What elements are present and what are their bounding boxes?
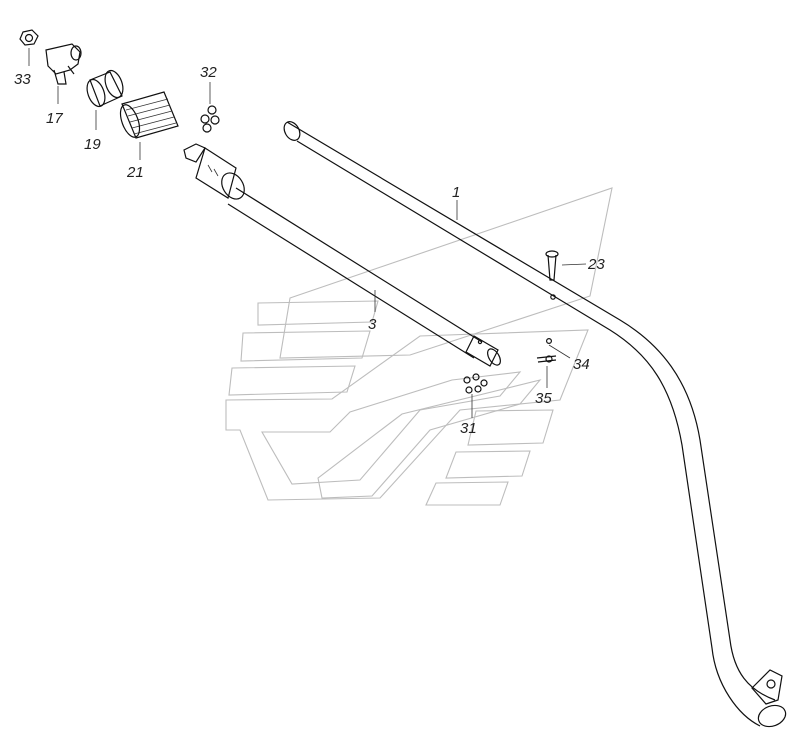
spring-part-21	[119, 91, 179, 139]
callout-labels: 33 17 19 21 32 1 3 23 34 35 31	[14, 64, 605, 437]
callout-1: 1	[452, 184, 460, 201]
callout-31: 31	[460, 420, 477, 437]
shaft-part-3	[183, 143, 501, 367]
washers-part-31	[463, 373, 488, 394]
fitting-part-17	[45, 43, 82, 85]
callout-3: 3	[368, 316, 377, 333]
tube-part-1	[283, 121, 787, 728]
callout-34: 34	[573, 356, 590, 373]
callout-17: 17	[46, 110, 63, 127]
ring-part-19	[86, 69, 124, 108]
cotter-part-35	[536, 355, 557, 363]
callout-19: 19	[84, 136, 101, 153]
callout-35: 35	[535, 390, 552, 407]
washers-part-32	[200, 105, 220, 133]
pin-part-23	[545, 250, 559, 281]
callout-32: 32	[200, 64, 217, 81]
callout-33: 33	[14, 71, 31, 88]
callout-21: 21	[126, 164, 144, 181]
callout-23: 23	[587, 256, 605, 273]
nut-part-33	[19, 29, 39, 46]
watermark-logo	[225, 187, 613, 506]
leader-lines	[28, 48, 587, 418]
